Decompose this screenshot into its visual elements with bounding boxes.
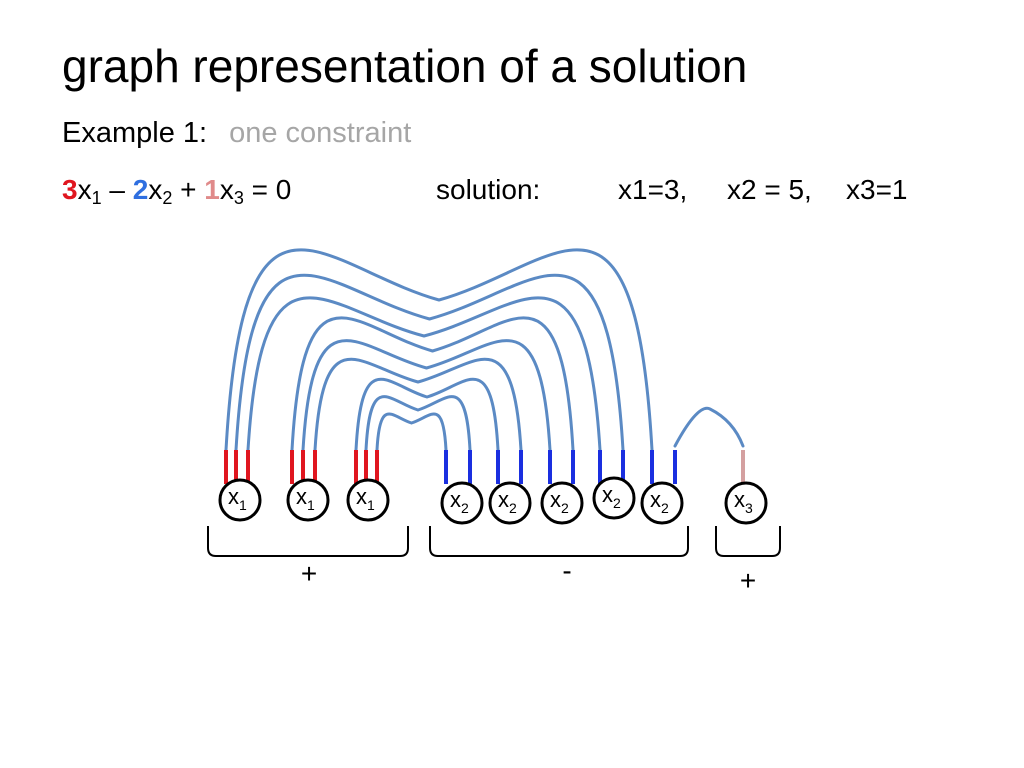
op-minus: – <box>109 174 125 205</box>
edge-arc-5 <box>301 339 552 452</box>
node-6 <box>540 481 584 525</box>
node-sub: 2 <box>613 495 621 511</box>
node-label-5: x2 <box>498 487 517 516</box>
edge-arc-1 <box>224 248 654 452</box>
node-sub: 2 <box>661 500 669 516</box>
var-x3: x <box>219 174 234 205</box>
node-label-4: x2 <box>450 487 469 516</box>
node-var: x <box>734 487 745 512</box>
edge-arc-9 <box>375 412 448 452</box>
node-7 <box>592 476 636 520</box>
group-sign-3: + <box>740 565 756 596</box>
edge-arc-7 <box>354 377 500 452</box>
op-plus: + <box>180 174 197 205</box>
solution-x2: x2 = 5, <box>727 174 812 205</box>
group-bracket-1 <box>207 526 409 557</box>
node-label-9: x3 <box>734 487 753 516</box>
node-1 <box>218 478 262 522</box>
node-8 <box>640 481 684 525</box>
sub-x2: 2 <box>162 188 173 208</box>
group-bracket-3 <box>715 526 781 557</box>
node-var: x <box>296 484 307 509</box>
node-sub: 1 <box>307 497 315 513</box>
example-heading: Example 1: one constraint <box>62 114 411 152</box>
edge-arc-4 <box>290 316 575 452</box>
node-label-6: x2 <box>550 487 569 516</box>
node-var: x <box>228 484 239 509</box>
node-label-2: x1 <box>296 484 315 513</box>
var-x2: x <box>148 174 163 205</box>
edge-arc-6 <box>313 357 523 452</box>
edge-arc-3 <box>246 296 602 452</box>
node-sub: 1 <box>367 497 375 513</box>
node-var: x <box>602 482 613 507</box>
constraint-equation: 3x1 – 2x2 + 1x3 = 0 <box>62 170 291 210</box>
group-sign-1: + <box>301 558 317 589</box>
edge-arc-8 <box>364 395 472 452</box>
node-2 <box>286 478 330 522</box>
coef-x2: 2 <box>132 174 149 205</box>
node-var: x <box>498 487 509 512</box>
solution-x1: x1=3, <box>618 174 688 205</box>
coef-x1: 3 <box>62 174 78 205</box>
equation-rhs: = 0 <box>251 174 292 205</box>
edge-arc-2 <box>234 273 625 452</box>
node-label-1: x1 <box>228 484 247 513</box>
node-var: x <box>650 487 661 512</box>
node-3 <box>346 478 390 522</box>
node-sub: 1 <box>239 497 247 513</box>
node-sub: 2 <box>461 500 469 516</box>
sub-x3: 3 <box>233 188 244 208</box>
example-note: one constraint <box>229 117 412 149</box>
node-label-7: x2 <box>602 482 621 511</box>
solution-label: solution: <box>436 174 541 205</box>
slide-title: graph representation of a solution <box>62 40 748 92</box>
coef-x3: 1 <box>204 174 220 205</box>
var-x1: x <box>77 174 92 205</box>
node-sub: 3 <box>745 500 753 516</box>
group-sign-2: - <box>562 555 571 586</box>
solution-x3: x3=1 <box>846 174 908 205</box>
node-var: x <box>356 484 367 509</box>
node-sub: 2 <box>561 500 569 516</box>
node-label-8: x2 <box>650 487 669 516</box>
node-9 <box>724 481 768 525</box>
node-var: x <box>550 487 561 512</box>
node-var: x <box>450 487 461 512</box>
node-4 <box>440 481 484 525</box>
example-label: Example 1: <box>62 117 208 149</box>
node-sub: 2 <box>509 500 517 516</box>
node-5 <box>488 481 532 525</box>
node-label-3: x1 <box>356 484 375 513</box>
edge-arc-10 <box>673 406 745 448</box>
sub-x1: 1 <box>91 188 102 208</box>
group-bracket-2 <box>429 526 689 557</box>
